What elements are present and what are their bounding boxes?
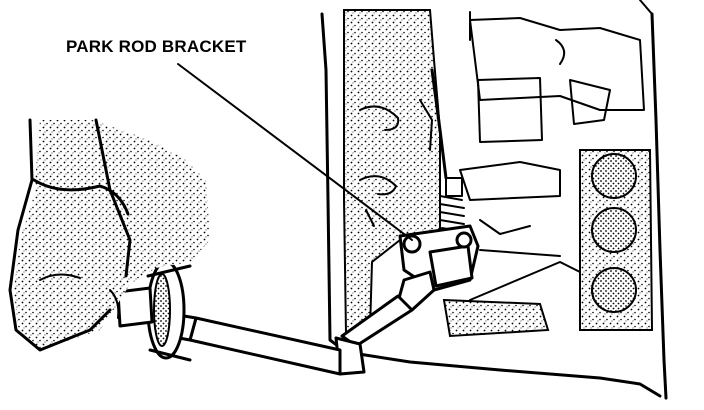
torque-wrench — [116, 260, 436, 376]
hand — [8, 118, 210, 352]
park-rod-bracket-callout: PARK ROD BRACKET — [66, 37, 247, 56]
park-rod-bracket — [398, 224, 480, 292]
transmission-case — [320, 0, 668, 400]
park-rod — [430, 68, 465, 233]
callout-leader-line — [177, 63, 413, 241]
